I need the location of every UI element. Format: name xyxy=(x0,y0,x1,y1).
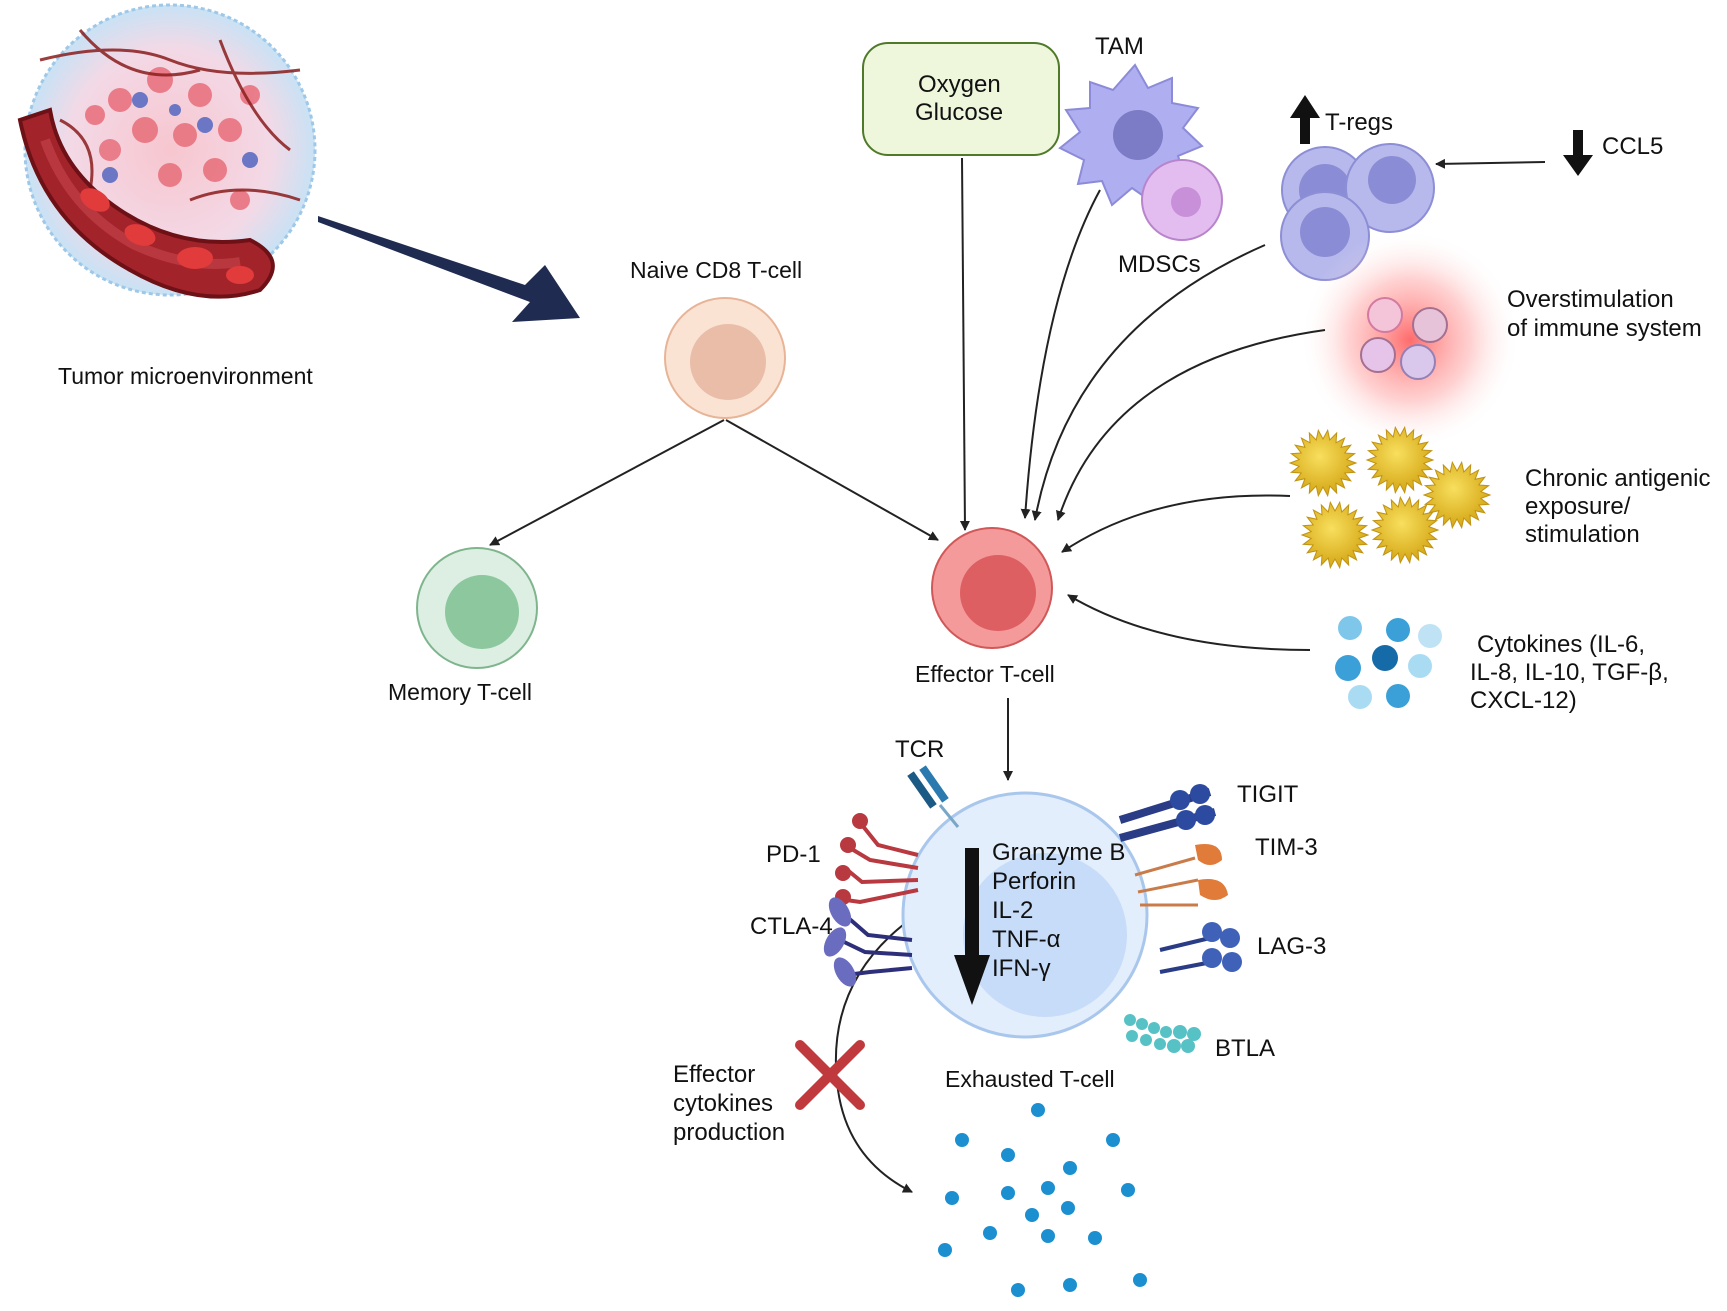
tim3-receptor xyxy=(1134,844,1228,907)
antigen-particles xyxy=(1288,425,1492,570)
label-cytokines-line1: Cytokines (IL-6, xyxy=(1477,631,1646,658)
effector-cytokine-dots xyxy=(938,1103,1147,1297)
btla-receptor xyxy=(1124,1014,1201,1053)
label-tumor-microenvironment: Tumor microenvironment xyxy=(58,363,313,389)
label-chronic-line1: Chronic antigenic xyxy=(1525,465,1711,492)
pathway-arrows xyxy=(489,157,1546,1193)
antigen-particle xyxy=(1288,428,1358,498)
label-tim3: TIM-3 xyxy=(1255,834,1318,861)
label-cytokines-line2: IL-8, IL-10, TGF-β, xyxy=(1470,659,1669,686)
upregulation-arrow-icon xyxy=(1290,95,1320,144)
antigen-particle xyxy=(1365,425,1435,495)
tumor-microenvironment-illustration xyxy=(17,3,317,299)
tumor-to-tcell-arrow xyxy=(318,216,580,322)
antigen-particle xyxy=(1370,495,1440,565)
ctla4-receptor xyxy=(823,897,913,987)
cytokine-particles xyxy=(1335,616,1442,709)
label-chronic-line3: stimulation xyxy=(1525,521,1640,548)
tcr-receptor xyxy=(907,765,960,828)
label-memory-tcell: Memory T-cell xyxy=(388,679,532,705)
label-exhausted-tcell: Exhausted T-cell xyxy=(945,1066,1115,1092)
label-tnf-alpha: TNF-α xyxy=(992,926,1061,953)
label-effector-tcell: Effector T-cell xyxy=(915,661,1055,687)
label-overstimulation-line2: of immune system xyxy=(1507,315,1702,342)
memory-tcell xyxy=(416,547,538,669)
label-granzyme-b: Granzyme B xyxy=(992,839,1126,866)
naive-cd8-tcell xyxy=(664,297,786,419)
label-ifn-gamma: IFN-γ xyxy=(992,955,1051,982)
label-tam: TAM xyxy=(1095,33,1144,60)
overstimulated-immune-cells xyxy=(1300,230,1520,450)
label-naive-cd8-tcell: Naive CD8 T-cell xyxy=(630,257,803,283)
downregulation-arrow-icon xyxy=(954,848,990,1005)
label-oxygen: Oxygen xyxy=(918,71,1001,98)
label-chronic-line2: exposure/ xyxy=(1525,493,1631,520)
label-lag3: LAG-3 xyxy=(1257,933,1327,960)
oxygen-glucose-box xyxy=(862,42,1060,156)
label-effector-cytokines-line3: production xyxy=(673,1119,786,1146)
label-tregs: T-regs xyxy=(1325,109,1394,136)
label-effector-cytokines-line2: cytokines xyxy=(673,1090,774,1117)
label-cytokines-line3: CXCL-12) xyxy=(1470,687,1577,714)
lag3-receptor xyxy=(1159,922,1242,974)
antigen-particle xyxy=(1300,500,1370,570)
antigen-particle xyxy=(1422,460,1492,530)
pd1-receptor xyxy=(835,813,919,905)
label-pd1: PD-1 xyxy=(766,841,821,868)
inhibition-cross-icon xyxy=(795,1040,865,1110)
tigit-receptor xyxy=(1118,784,1217,842)
label-btla: BTLA xyxy=(1215,1035,1276,1062)
label-glucose: Glucose xyxy=(915,99,1004,126)
label-tcr: TCR xyxy=(895,736,945,763)
label-effector-cytokines-line1: Effector xyxy=(673,1061,756,1088)
effector-tcell xyxy=(931,527,1053,649)
label-mdscs: MDSCs xyxy=(1118,251,1201,278)
label-il2: IL-2 xyxy=(992,897,1034,924)
label-ccl5: CCL5 xyxy=(1602,133,1664,160)
label-overstimulation-line1: Overstimulation xyxy=(1507,286,1674,313)
label-ctla4: CTLA-4 xyxy=(750,913,833,940)
ccl5-downregulation-arrow-icon xyxy=(1563,130,1593,176)
label-tigit: TIGIT xyxy=(1237,781,1299,808)
label-perforin: Perforin xyxy=(992,868,1077,895)
mdscs-cell xyxy=(1141,159,1223,241)
